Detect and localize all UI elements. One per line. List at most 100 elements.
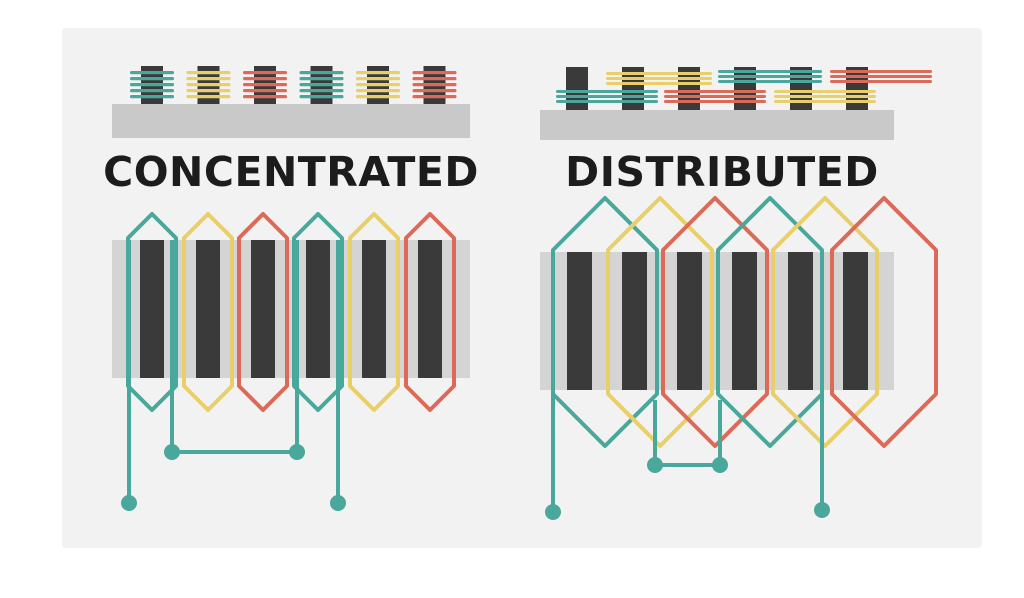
coil-turn-line	[412, 89, 457, 93]
distributed-top-coils	[556, 67, 932, 110]
coil-turn-line	[130, 95, 174, 99]
coil-turn-line	[243, 83, 287, 87]
coil-turn-line	[130, 83, 174, 87]
concentrated-stator-slot	[251, 240, 275, 378]
concentrated-stator-slot	[418, 240, 442, 378]
distributed-junction-1	[647, 457, 663, 473]
coil-turn-line	[556, 90, 658, 93]
coil-turn-line	[299, 71, 344, 75]
concentrated-coil-red	[237, 212, 289, 412]
concentrated-junction-1	[164, 444, 180, 460]
concentrated-terminal-1	[121, 495, 137, 511]
concentrated-stator-slot	[140, 240, 164, 378]
concentrated-top-coil-stack	[299, 66, 344, 104]
distributed-top-tooth	[734, 67, 756, 110]
distributed-coil-yellow	[606, 196, 714, 448]
coil-turn-line	[130, 89, 174, 93]
coil-turn-line	[186, 83, 231, 87]
concentrated-coils	[126, 212, 456, 412]
concentrated-title: CONCENTRATED	[103, 148, 479, 196]
coil-turn-line	[356, 83, 400, 87]
distributed-top-core-bar	[540, 110, 894, 140]
coil-turn-line	[606, 82, 712, 85]
concentrated-stator-core	[112, 240, 470, 378]
concentrated-terminal-leads	[127, 240, 340, 503]
coil-turn-line	[774, 90, 876, 93]
distributed-top-tooth	[566, 67, 588, 110]
coil-turn-line	[412, 83, 457, 87]
coil-turn-line	[718, 80, 822, 83]
distributed-panel: DISTRIBUTED	[540, 67, 938, 520]
concentrated-panel: CONCENTRATED	[103, 66, 479, 511]
coil-turn-line	[243, 77, 287, 81]
concentrated-top-coil-stack	[186, 66, 231, 104]
coil-turn-line	[243, 71, 287, 75]
coil-turn-line	[186, 77, 231, 81]
concentrated-coil-red	[404, 212, 456, 412]
coil-turn-line	[243, 89, 287, 93]
concentrated-terminal-2	[330, 495, 346, 511]
concentrated-top-coil-stack	[356, 66, 400, 104]
concentrated-top-coil-stack	[412, 66, 457, 104]
coil-turn-line	[243, 95, 287, 99]
distributed-stator-slot	[677, 252, 702, 390]
coil-turn-line	[606, 72, 712, 75]
concentrated-stator-slot	[306, 240, 330, 378]
coil-turn-line	[774, 95, 876, 98]
distributed-junction-2	[712, 457, 728, 473]
coil-turn-line	[412, 77, 457, 81]
concentrated-junction-2	[289, 444, 305, 460]
coil-turn-line	[356, 95, 400, 99]
distributed-coil-red	[830, 196, 938, 448]
distributed-top-winding-red	[830, 70, 932, 83]
coil-turn-line	[299, 83, 344, 87]
coil-turn-line	[186, 95, 231, 99]
coil-turn-line	[606, 77, 712, 80]
distributed-title: DISTRIBUTED	[565, 148, 879, 196]
coil-turn-line	[412, 71, 457, 75]
coil-turn-line	[830, 75, 932, 78]
concentrated-top-coils	[130, 66, 457, 104]
concentrated-top-coil-stack	[243, 66, 287, 104]
distributed-stator-slot	[622, 252, 647, 390]
coil-turn-line	[774, 100, 876, 103]
distributed-terminal-1	[545, 504, 561, 520]
concentrated-coil-teal	[292, 212, 344, 412]
coil-turn-line	[130, 71, 174, 75]
distributed-slots	[567, 252, 868, 390]
distributed-top-tooth	[846, 67, 868, 110]
distributed-stator-slot	[788, 252, 813, 390]
concentrated-top-coil-stack	[130, 66, 174, 104]
coil-turn-line	[186, 71, 231, 75]
coil-turn-line	[412, 95, 457, 99]
concentrated-slots	[140, 240, 442, 378]
coil-turn-line	[664, 90, 766, 93]
distributed-stator-slot	[567, 252, 592, 390]
coil-turn-line	[356, 89, 400, 93]
concentrated-coil-teal	[126, 212, 178, 412]
coil-turn-line	[664, 95, 766, 98]
distributed-stator-slot	[732, 252, 757, 390]
distributed-top-winding-red	[664, 90, 766, 103]
distributed-coil-yellow	[771, 196, 879, 448]
coil-turn-line	[718, 70, 822, 73]
distributed-top-winding-yellow	[606, 72, 712, 85]
distributed-top-winding-yellow	[774, 90, 876, 103]
coil-turn-line	[186, 89, 231, 93]
distributed-coil-red	[661, 196, 769, 448]
distributed-top-winding-teal	[556, 90, 658, 103]
coil-turn-line	[830, 70, 932, 73]
diagram-background	[62, 28, 982, 548]
distributed-terminal-leads	[551, 250, 824, 512]
distributed-top-winding-teal	[718, 70, 822, 83]
coil-turn-line	[356, 77, 400, 81]
distributed-top-tooth	[790, 67, 812, 110]
coil-turn-line	[299, 77, 344, 81]
coil-turn-line	[718, 75, 822, 78]
distributed-stator-slot	[843, 252, 868, 390]
concentrated-stator-slot	[196, 240, 220, 378]
coil-turn-line	[556, 100, 658, 103]
coil-turn-line	[299, 95, 344, 99]
coil-turn-line	[830, 80, 932, 83]
